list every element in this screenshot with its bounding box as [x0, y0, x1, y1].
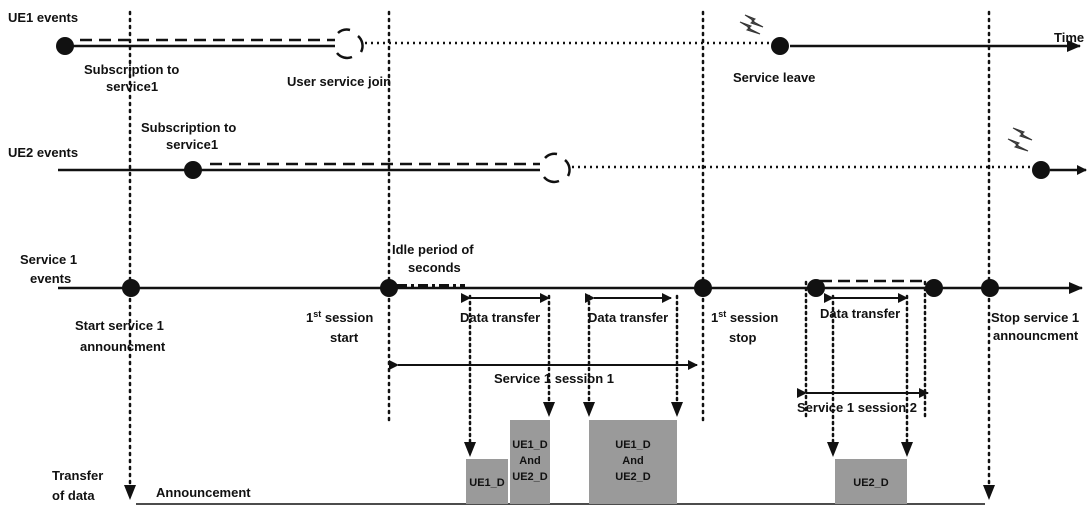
- ue1-ue2-data-box-1: [510, 420, 550, 504]
- session2-span-label: Service 1 session 2: [797, 400, 917, 415]
- session1-start-dot: [380, 279, 398, 297]
- lightning-icon: [1007, 127, 1033, 152]
- idle-period-label-1: Idle period of: [392, 242, 474, 257]
- session2-stop-dot: [925, 279, 943, 297]
- time-label: Time: [1054, 30, 1084, 45]
- ue1-leave-dot: [771, 37, 789, 55]
- ue1-join-circle: [336, 28, 364, 60]
- transfer-drop-lines: [468, 280, 927, 444]
- service1-row: Service 1 events Idle period of seconds …: [20, 242, 1083, 415]
- box2-label-2: And: [519, 455, 540, 467]
- stop-service-label-1: Stop service 1: [991, 310, 1079, 325]
- idle-period-label-2: seconds: [408, 260, 461, 275]
- transfer-row-label-1: Transfer: [52, 468, 103, 483]
- ue2-subscription-dot: [184, 161, 202, 179]
- data-transfer-2-label: Data transfer: [588, 310, 668, 325]
- ue1-join-label: User service join: [287, 74, 391, 89]
- box2-label-3: UE2_D: [512, 471, 548, 483]
- session1-stop-dot: [694, 279, 712, 297]
- ue2-row-label: UE2 events: [8, 145, 78, 160]
- data-transfer-3-label: Data transfer: [820, 306, 900, 321]
- ue1-subscription-dot: [56, 37, 74, 55]
- ue2-row: UE2 events Subscription to service1: [8, 120, 1087, 184]
- ue1-ue2-data-box-2: [589, 420, 677, 504]
- ue1-subscription-label-2: service1: [106, 79, 158, 94]
- stop-service-label-2: announcment: [993, 328, 1079, 343]
- box2-label-1: UE1_D: [512, 439, 548, 451]
- start-service-label-2: announcment: [80, 339, 166, 354]
- session1-start-label-1: 1st session: [306, 309, 373, 325]
- ue2-data-box: [835, 459, 907, 504]
- session1-start-label-2: start: [330, 330, 359, 345]
- announcement-label: Announcement: [156, 485, 251, 500]
- ue2-subscription-label-2: service1: [166, 137, 218, 152]
- transfer-drop-arrowheads: [464, 402, 913, 457]
- session1-stop-label-2: stop: [729, 330, 757, 345]
- ue1-row: UE1 events Time Subscription to service1…: [8, 10, 1084, 94]
- lightning-icon: [739, 14, 764, 35]
- box3-label-3: UE2_D: [615, 471, 651, 483]
- ue1-leave-label: Service leave: [733, 70, 815, 85]
- ue2-join-circle: [543, 152, 571, 184]
- box3-label-2: And: [622, 455, 643, 467]
- ue1-data-box-label: UE1_D: [469, 477, 505, 489]
- ue1-data-box: [466, 459, 508, 504]
- service1-row-label-1: Service 1: [20, 252, 77, 267]
- ue2-leave-dot: [1032, 161, 1050, 179]
- ue1-subscription-label-1: Subscription to: [84, 62, 179, 77]
- start-service-dot: [122, 279, 140, 297]
- session1-stop-label-1: 1st session: [711, 309, 778, 325]
- ue2-data-box-label: UE2_D: [853, 477, 889, 489]
- data-transfer-1-label: Data transfer: [460, 310, 540, 325]
- ue2-subscription-label-1: Subscription to: [141, 120, 236, 135]
- transfer-row: Transfer of data Announcement UE1_D UE1_…: [52, 420, 985, 505]
- session2-start-dot: [807, 279, 825, 297]
- start-service-label-1: Start service 1: [75, 318, 164, 333]
- ue1-row-label: UE1 events: [8, 10, 78, 25]
- session1-span-label: Service 1 session 1: [494, 371, 614, 386]
- box3-label-1: UE1_D: [615, 439, 651, 451]
- guide-arrowheads: [124, 485, 995, 500]
- service1-row-label-2: events: [30, 271, 71, 286]
- stop-service-dot: [981, 279, 999, 297]
- transfer-row-label-2: of data: [52, 488, 95, 503]
- vertical-guides: [128, 10, 991, 487]
